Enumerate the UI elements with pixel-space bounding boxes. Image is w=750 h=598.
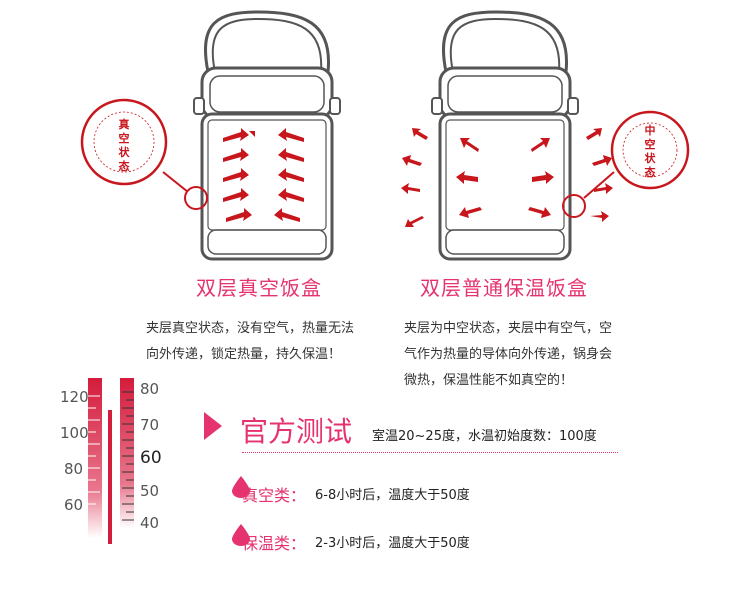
description-line: 夹层真空状态，没有空气，热量无法 <box>146 321 355 336</box>
thermometer-tick-label: 80 <box>64 460 84 478</box>
badge-char: 状 <box>119 145 131 159</box>
badge-char: 空 <box>645 137 656 151</box>
dotted-divider <box>242 452 618 453</box>
vacuum-test-result: 6-8小时后，温度大于50度 <box>315 488 470 503</box>
test-conditions: 室温20~25度，水温初始度数：100度 <box>372 429 597 444</box>
badge-char: 空 <box>119 131 130 145</box>
play-arrow-icon <box>204 412 222 440</box>
thermometer-tick-label: 50 <box>140 482 160 500</box>
badge-char: 真 <box>119 117 130 131</box>
thermometer-icon <box>88 378 134 544</box>
badge-char: 态 <box>119 159 130 173</box>
vacuum-lunchbox-illustration: 真 空 状 态 <box>80 10 341 261</box>
insulated-lunchbox-illustration: 中 空 状 态 <box>401 10 690 261</box>
thermometer-tick-label: 70 <box>140 416 160 434</box>
vacuum-category-label: 真空类： <box>242 486 307 505</box>
thermometer-tick-label: 120 <box>60 388 89 406</box>
description-line: 气作为热量的导体向外传递，锅身会 <box>404 347 613 362</box>
thermometer-tick-label: 40 <box>140 514 160 532</box>
description-line: 微热，保温性能不如真空的！ <box>404 373 574 388</box>
badge-char: 中 <box>645 123 656 137</box>
thermometer-tick-label: 60 <box>140 448 162 468</box>
insulated-box-title: 双层普通保温饭盒 <box>420 276 588 300</box>
vacuum-box-title: 双层真空饭盒 <box>196 276 322 300</box>
insulated-category-label: 保温类： <box>242 534 307 553</box>
thermometer-graphic: 120 100 80 60 80 70 60 50 40 <box>60 376 170 546</box>
thermometer-tick-label: 60 <box>64 496 84 514</box>
droplet-icon <box>232 524 250 546</box>
insulated-box-description: 夹层为中空状态，夹层中有空气，空 气作为热量的导体向外传递，锅身会 微热，保温性… <box>404 316 612 394</box>
badge-char: 态 <box>645 165 656 179</box>
badge-char: 状 <box>645 151 657 165</box>
description-line: 向外传递，锁定热量，持久保温！ <box>146 347 342 362</box>
insulated-test-result: 2-3小时后，温度大于50度 <box>315 536 470 551</box>
thermometer-tick-label: 80 <box>140 380 160 398</box>
thermometer-tick-label: 100 <box>60 424 89 442</box>
description-line: 夹层为中空状态，夹层中有空气，空 <box>404 321 613 336</box>
test-section-title: 官方测试 <box>240 415 353 448</box>
droplet-icon <box>232 476 250 498</box>
vacuum-box-description: 夹层真空状态，没有空气，热量无法 向外传递，锁定热量，持久保温！ <box>146 316 354 368</box>
